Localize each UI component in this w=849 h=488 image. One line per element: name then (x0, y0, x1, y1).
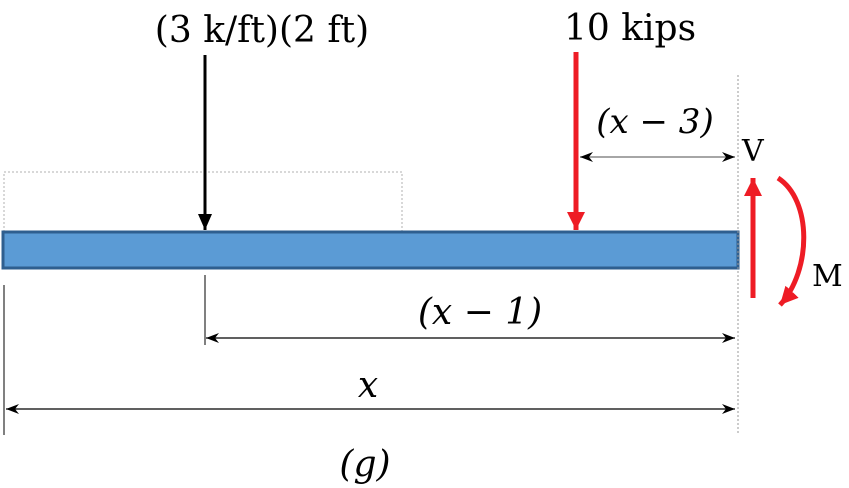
figure-caption: (g) (339, 444, 390, 485)
shear-label: V (741, 134, 765, 169)
beam (1, 230, 740, 270)
dim-label-x-minus-3: (x − 3) (596, 102, 713, 142)
dim-label-x: x (358, 365, 378, 406)
distributed-load-region (3, 171, 403, 233)
moment-arrow (776, 175, 807, 307)
dim-label-x-minus-1: (x − 1) (418, 292, 542, 333)
moment-label: M (812, 259, 843, 294)
point-load-label: 10 kips (564, 8, 696, 49)
distributed-load-label: (3 k/ft)(2 ft) (155, 10, 369, 51)
